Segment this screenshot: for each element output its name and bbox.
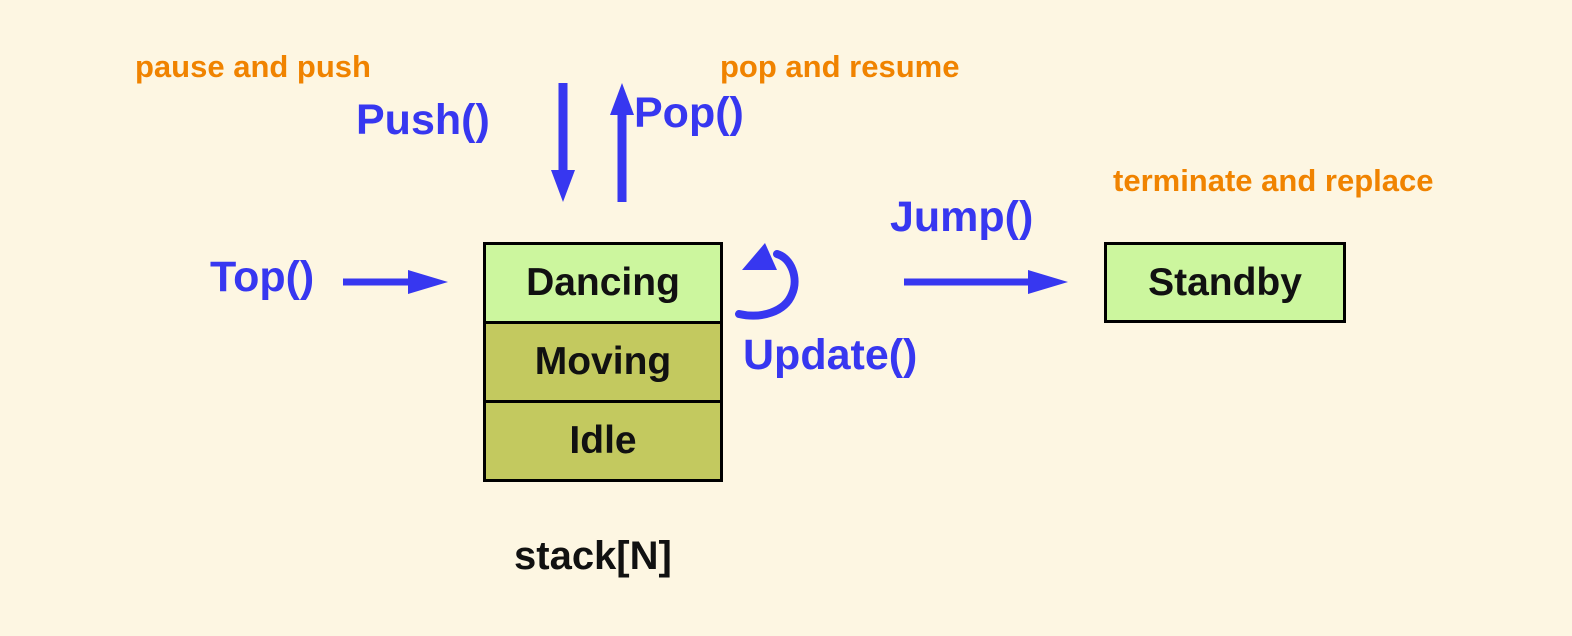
standby-state-box: Standby: [1104, 242, 1346, 323]
stack-row-top: Dancing: [486, 245, 720, 321]
stack-state-label: Moving: [534, 340, 672, 383]
top-function-label: Top(): [210, 253, 315, 301]
stack-state-label: Dancing: [526, 261, 680, 304]
push-down-arrow-icon: [551, 83, 575, 202]
push-function-label: Push(): [356, 96, 490, 144]
update-function-label: Update(): [743, 331, 918, 379]
state-stack-box: Dancing Moving Idle: [483, 242, 723, 482]
standby-state-label: Standby: [1148, 260, 1302, 304]
update-loop-arrow-icon: [735, 243, 799, 320]
stack-state-label: Idle: [569, 419, 637, 462]
pop-up-arrow-icon: [610, 83, 634, 202]
stack-caption: stack[N]: [514, 534, 672, 578]
stack-row-bottom: Idle: [486, 400, 720, 479]
stack-row-middle: Moving: [486, 321, 720, 400]
annotation-terminate-and-replace: terminate and replace: [1113, 163, 1434, 198]
annotation-pop-and-resume: pop and resume: [720, 49, 960, 84]
top-arrow-icon: [343, 270, 448, 294]
annotation-pause-and-push: pause and push: [135, 49, 371, 84]
pop-function-label: Pop(): [634, 89, 744, 137]
jump-function-label: Jump(): [890, 193, 1034, 241]
jump-arrow-icon: [904, 270, 1068, 294]
